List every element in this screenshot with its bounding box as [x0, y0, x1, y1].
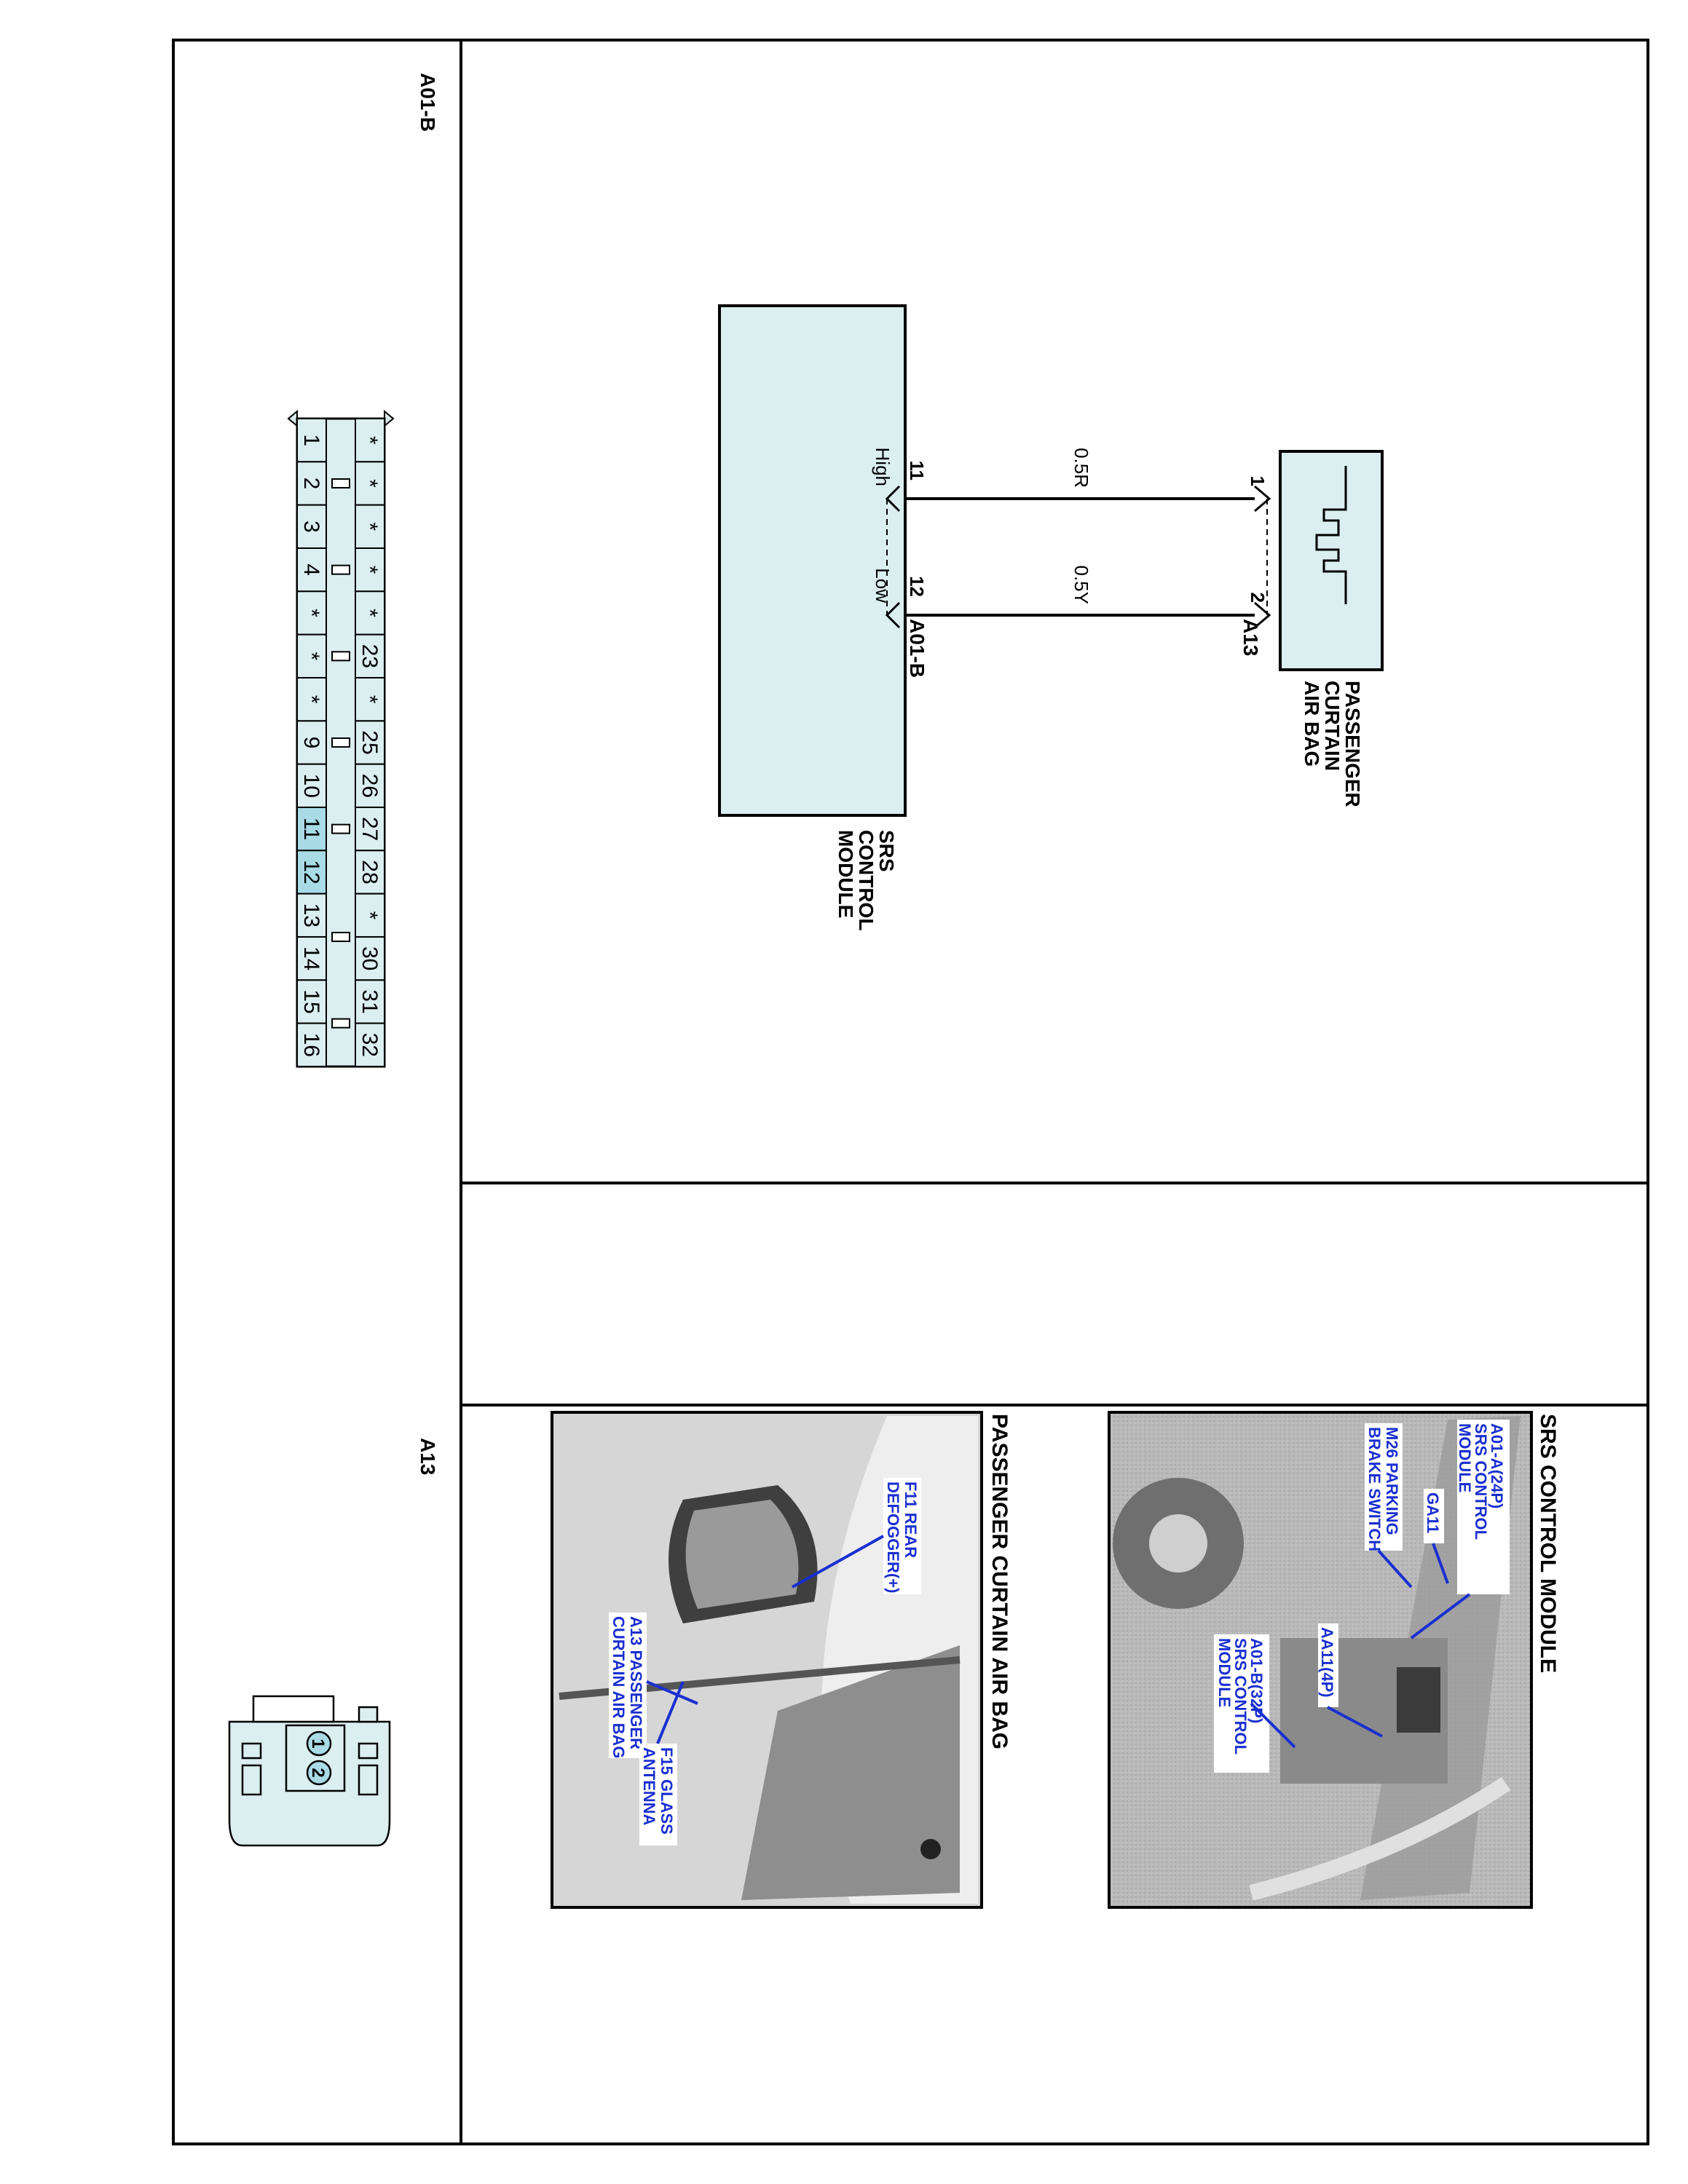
a01b-top-pin-label-15: 16 [299, 1033, 323, 1057]
pin-11-label: 11 [906, 461, 928, 481]
a01b-top-pin-label-7: * [299, 695, 323, 704]
a13-connector-label: A13 [1239, 619, 1262, 656]
squib-symbol [1315, 466, 1347, 604]
a01b-bottom-pin-label-2: * [358, 479, 382, 488]
callout-a01a-1: A01-A(24P) [1488, 1423, 1506, 1508]
a01b-bottom-pin-label-4: * [358, 566, 382, 574]
a01b-bottom-pin-label-3: * [358, 522, 382, 531]
callout-ga11: GA11 [1424, 1492, 1442, 1533]
a01b-top-pin-label-3: 3 [299, 521, 323, 533]
a01b-bottom-pin-label-9: 26 [358, 774, 382, 798]
a01b-top-pin-label-1: 1 [299, 434, 323, 446]
pin-12-label: 12 [906, 576, 928, 597]
a01b-bottom-pin-cell-15 [355, 1022, 385, 1067]
a01b-top-pin-label-9: 10 [299, 774, 323, 798]
curtain-photo-title: PASSENGER CURTAIN AIR BAG [987, 1414, 1011, 1749]
a01b-pin-row-latches [331, 478, 350, 1029]
a01b-top-pin-label-6: * [299, 652, 323, 660]
pin-2-label: 2 [1247, 593, 1269, 603]
callout-f11-1: F11 REAR [902, 1481, 920, 1558]
wire-low-color: 0.5Y [1070, 566, 1092, 605]
a01b-bottom-pin-label-1: * [358, 436, 382, 445]
curtain-photo-callouts: F11 REAR DEFOGGER(+) A13 PASSENGER CURTA… [609, 1478, 921, 1845]
a01b-latch-slot [331, 737, 350, 748]
a01b-bottom-pin-label-15: 32 [358, 1033, 382, 1057]
a01b-bottom-pin-label-6: 23 [358, 644, 382, 668]
a01b-bottom-pin-label-10: 27 [358, 817, 382, 841]
airbag-label-1: PASSENGER [1341, 681, 1364, 807]
a01b-top-pin-label-5: * [299, 609, 323, 617]
callout-a01b-2: SRS CONTROL [1231, 1638, 1250, 1754]
srs-photo-title: SRS CONTROL MODULE [1536, 1414, 1560, 1673]
a13-connector-face: 1 2 [228, 1695, 391, 1847]
a01b-bottom-pin-label-5: * [358, 609, 382, 617]
callout-a01a-3: MODULE [1456, 1423, 1474, 1492]
a01b-latch-slot [331, 564, 350, 575]
callout-a01a-2: SRS CONTROL [1472, 1423, 1490, 1540]
srs-module-label-2: CONTROL [855, 830, 877, 930]
srs-control-module-box [718, 304, 907, 817]
a01b-top-pin-label-8: 9 [299, 737, 323, 749]
a01b-top-pin-label-12: 13 [299, 903, 323, 927]
a01b-latch-slot [331, 931, 350, 942]
photo-srs-control-module: SRS CONTROL MODULE A01-A(24P) SRS CONTRO… [1108, 1411, 1560, 1909]
callout-aa11: AA11(4P) [1318, 1627, 1336, 1698]
srs-callout-arrows [1250, 1543, 1471, 1749]
srs-module-label-3: MODULE [835, 830, 857, 918]
a01b-top-pin-label-4: 4 [299, 563, 323, 576]
a01b-connector-title: A01-B [417, 73, 439, 132]
a01b-bottom-pin-label-14: 31 [358, 989, 382, 1013]
callout-a13-2: CURTAIN AIR BAG [610, 1616, 628, 1759]
a01b-latch-slot [331, 478, 350, 488]
a01b-top-pin-label-2: 2 [299, 478, 323, 490]
wire-high-color: 0.5R [1070, 448, 1092, 488]
a01b-connector-label: A01-B [906, 619, 928, 678]
airbag-label-2: CURTAIN [1321, 681, 1344, 771]
connector-chevrons [885, 485, 1271, 629]
pin-1-label: 1 [1247, 476, 1269, 486]
a13-pin-2: 2 [308, 1768, 328, 1777]
callout-a01b-3: MODULE [1215, 1638, 1234, 1707]
signal-low-label: Low [872, 568, 894, 603]
a01b-top-pin-cell-15 [296, 1022, 327, 1067]
callout-m26-2: BRAKE SWITCH [1365, 1427, 1384, 1551]
srs-photo-callouts: A01-A(24P) SRS CONTROL MODULE GA11 M26 P… [1214, 1420, 1510, 1773]
wiring-schematic: SRS CONTROL MODULE PASSENGER CURTAIN AIR… [718, 304, 1384, 930]
signal-high-label: High [872, 448, 894, 486]
a01b-top-pin-label-13: 14 [299, 946, 323, 970]
a13-pin-1: 1 [308, 1738, 328, 1748]
a01b-pin-row-bottom: * * * * * 23 * 25 26 27 28 * 30 31 32 [355, 418, 385, 1067]
callout-f15-1: F15 GLASS [658, 1747, 676, 1835]
a01b-bottom-pin-label-13: 30 [358, 946, 382, 970]
a01b-bottom-pin-label-11: 28 [358, 860, 382, 884]
srs-module-label-1: SRS [875, 830, 898, 872]
photo-passenger-curtain-airbag: PASSENGER CURTAIN AIR BAG F11 REAR DEFOG… [551, 1411, 1011, 1909]
a01b-bottom-pin-label-12: * [358, 911, 382, 919]
a01b-top-pin-label-11: 12 [299, 860, 323, 884]
callout-f11-2: DEFOGGER(+) [884, 1481, 902, 1593]
callout-m26-1: M26 PARKING [1383, 1427, 1401, 1535]
callout-f15-2: ANTENNA [640, 1747, 658, 1826]
a01b-bottom-pin-label-7: * [358, 695, 382, 704]
a01b-latch-slot [331, 823, 350, 834]
a13-connector-title: A13 [417, 1438, 439, 1475]
a01b-bottom-pin-label-8: 25 [358, 730, 382, 754]
a01b-top-pin-label-10: 11 [299, 818, 323, 840]
airbag-label-3: AIR BAG [1301, 681, 1323, 767]
a01b-latch-slot [331, 651, 350, 662]
callout-a13-1: A13 PASSENGER [627, 1616, 645, 1749]
a01b-top-pin-label-14: 15 [299, 989, 323, 1013]
a01b-latch-slot [331, 1018, 350, 1029]
page-border [172, 39, 1649, 2145]
curtain-callout-arrows [646, 1535, 884, 1744]
